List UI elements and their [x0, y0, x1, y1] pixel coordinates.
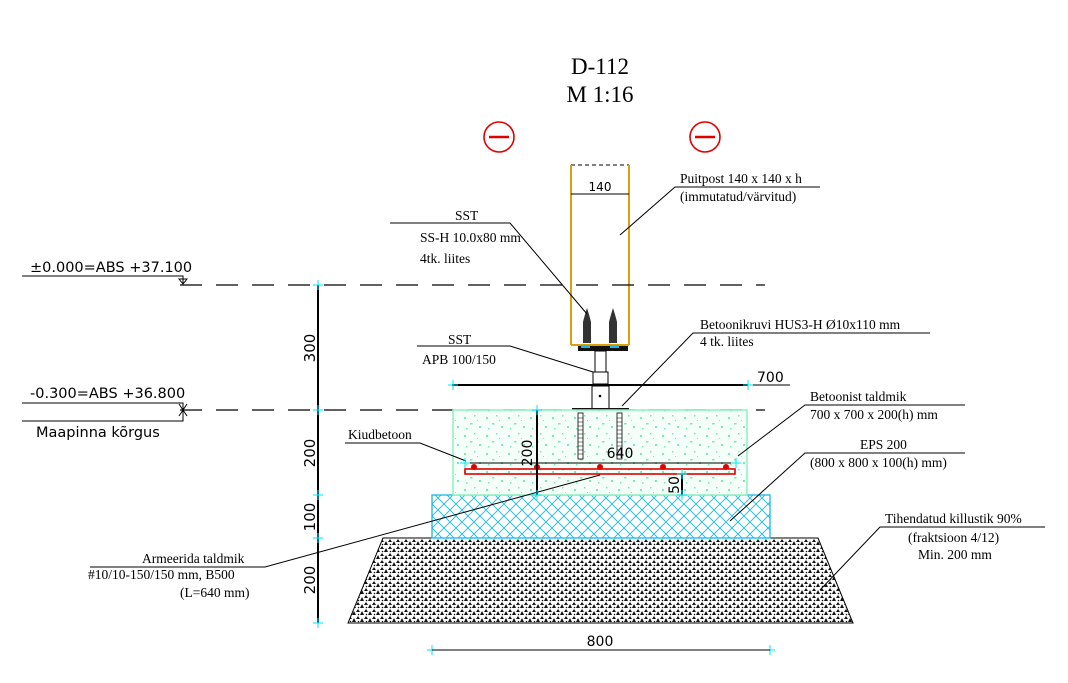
wood-post [570, 164, 630, 346]
screws-qty: 4tk. liites [420, 251, 470, 266]
footing-height-dim: 200 [520, 440, 536, 467]
drawing-code: D-112 [571, 54, 629, 79]
minus-circle-icon [483, 121, 515, 153]
footing-label: Betoonist taldmik [810, 389, 907, 404]
rebar-spec: #10/10-150/150 mm, B500 [88, 567, 235, 582]
fiber-concrete-label: Kiudbetoon [348, 427, 412, 442]
rebar-width-dim: 640 [607, 446, 634, 462]
screws-spec: SS-H 10.0x80 mm [420, 230, 521, 245]
gravel-leader [819, 526, 1045, 591]
rebar-bars [471, 464, 729, 470]
height-300-dim: 300 [301, 334, 319, 363]
eps-layer [431, 494, 771, 539]
wood-screws [578, 308, 628, 351]
eps-leader [729, 452, 965, 522]
gravel-fraction: (fraktsioon 4/12) [908, 530, 999, 545]
level-triangle-icon [177, 278, 189, 285]
post-note: (immutatud/värvitud) [680, 189, 796, 204]
rebar-length: (L=640 mm) [180, 585, 249, 600]
eps-size: (800 x 800 x 100(h) mm) [810, 455, 947, 470]
height-200-dim: 200 [301, 439, 319, 468]
footing-size: 700 x 700 x 200(h) mm [810, 407, 938, 422]
concrete-anchors [577, 412, 623, 460]
minus-circle-icon [689, 121, 721, 153]
post-label: Puitpost 140 x 140 x h [680, 171, 802, 186]
anchor-qty: 4 tk. liites [700, 334, 754, 349]
level-ground-mark [22, 402, 184, 422]
height-200b-dim: 200 [301, 566, 319, 595]
eps-label: EPS 200 [860, 437, 907, 452]
width-800-dim: 800 [587, 634, 614, 650]
post-base-leader [417, 345, 594, 373]
post-base-brand: SST [448, 332, 472, 347]
gravel-min: Min. 200 mm [918, 547, 992, 562]
anchor-spec: Betoonikruvi HUS3-H Ø10x110 mm [700, 317, 901, 332]
rebar-label: Armeerida taldmik [142, 551, 245, 566]
gravel-layer [347, 537, 854, 624]
post-base-connector [572, 350, 629, 413]
drawing-scale: M 1:16 [566, 82, 633, 107]
screws-brand: SST [455, 208, 479, 223]
screws-leader [390, 222, 588, 315]
post-base-spec: APB 100/150 [422, 352, 496, 367]
fiber-leader [345, 442, 467, 462]
level-top-label: ±0.000=ABS +37.100 [30, 260, 192, 276]
anchor-leader [621, 332, 930, 407]
level-ground-label: -0.300=ABS +36.800 [30, 386, 185, 402]
post-width-dim: 140 [589, 180, 612, 194]
gravel-label: Tihendatud killustik 90% [885, 511, 1022, 526]
cover-dim: 50 [667, 476, 683, 494]
post-leader [619, 186, 820, 236]
level-top-mark [22, 275, 184, 284]
width-700-dim: 700 [757, 370, 784, 386]
footing-leader [737, 404, 965, 457]
rebar-leader [90, 474, 601, 568]
concrete-footing [452, 409, 748, 496]
ground-level-caption: Maapinna kõrgus [36, 425, 160, 441]
height-100-dim: 100 [301, 503, 319, 532]
